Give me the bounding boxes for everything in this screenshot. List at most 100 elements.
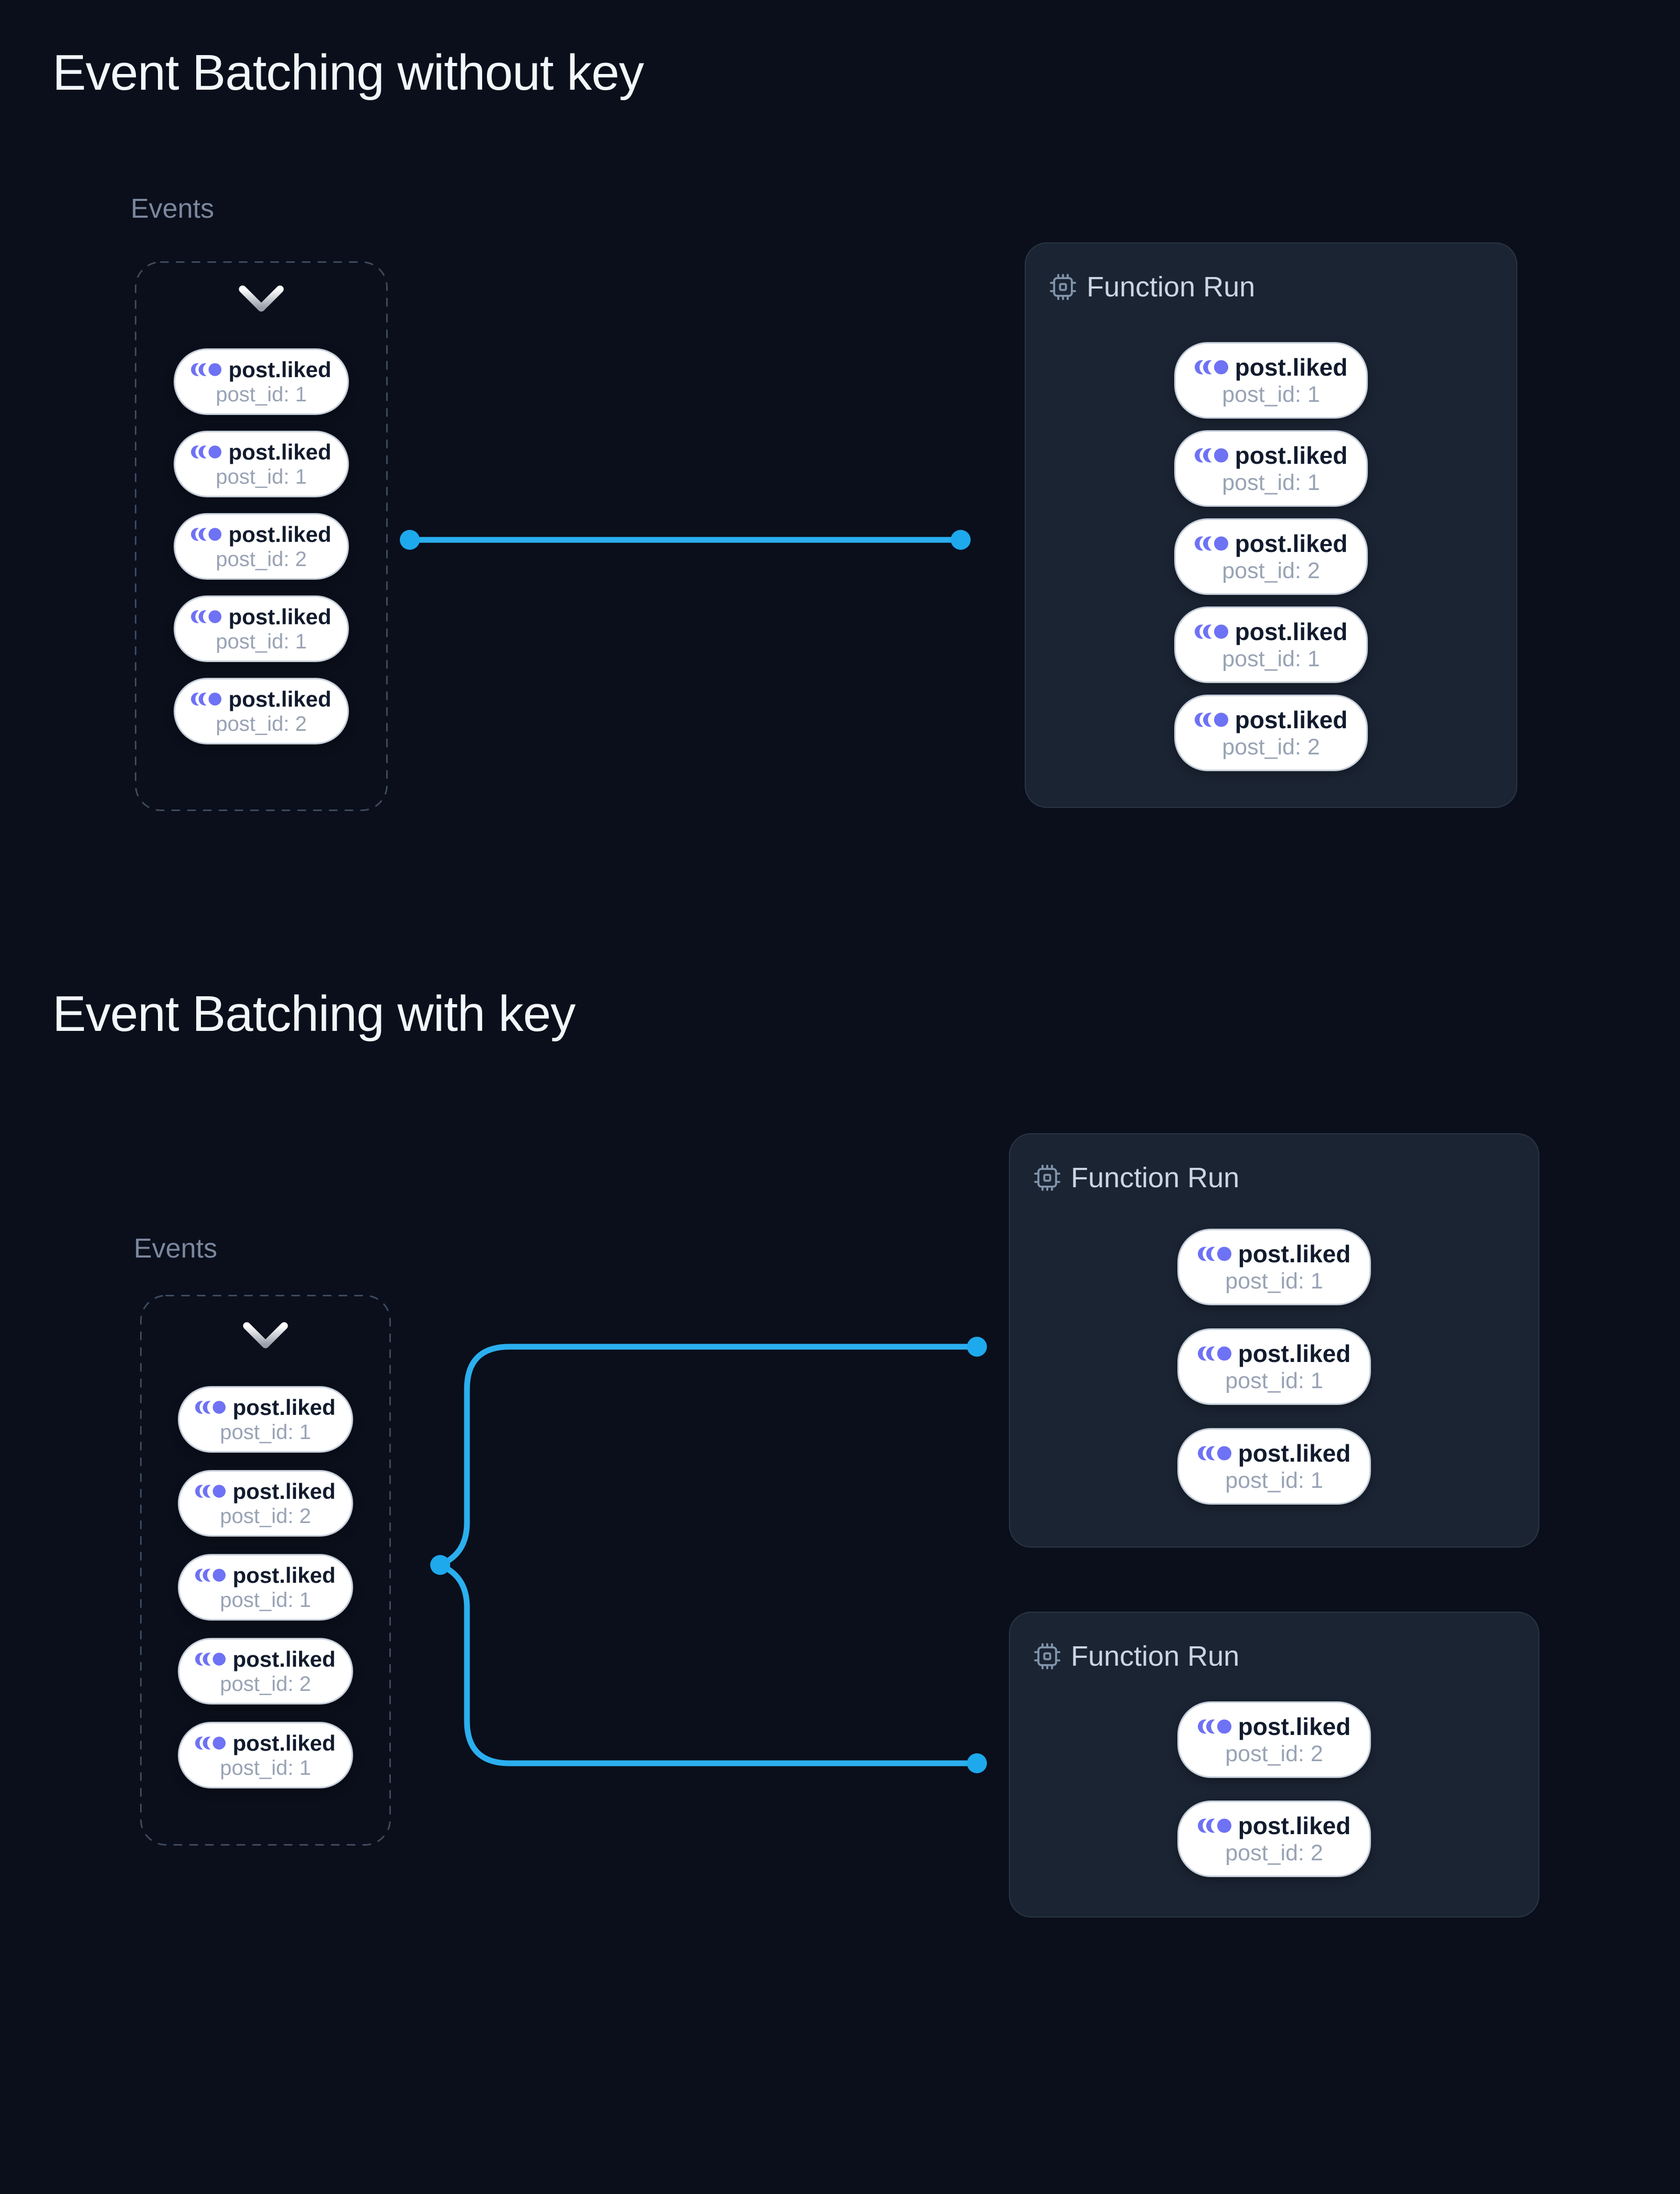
event-pulse-icon bbox=[1194, 535, 1228, 551]
event-pill: post.liked post_id: 1 bbox=[1174, 606, 1368, 683]
event-pill-name-row: post.liked bbox=[1197, 1240, 1351, 1268]
function-run-title: Function Run bbox=[1071, 1641, 1240, 1672]
event-pulse-icon bbox=[191, 445, 222, 459]
chevron-down-icon bbox=[243, 1322, 288, 1348]
event-pill-name-row: post.liked bbox=[1194, 708, 1347, 732]
event-pill: post.liked post_id: 1 bbox=[174, 595, 349, 662]
event-name: post.liked bbox=[1238, 1339, 1351, 1367]
event-meta: post_id: 2 bbox=[220, 1672, 311, 1696]
event-pulse-icon bbox=[1197, 1245, 1231, 1262]
event-meta: post_id: 2 bbox=[216, 712, 307, 736]
event-meta: post_id: 2 bbox=[220, 1504, 311, 1528]
event-pulse-icon bbox=[1197, 1445, 1231, 1461]
event-meta: post_id: 1 bbox=[220, 1420, 311, 1444]
event-pulse-icon bbox=[191, 527, 222, 541]
event-pill: post.liked post_id: 1 bbox=[174, 431, 349, 497]
batch-connection-keyed bbox=[430, 1337, 987, 1773]
event-name: post.liked bbox=[1238, 1240, 1351, 1268]
event-pulse-icon bbox=[1197, 1345, 1231, 1361]
event-pill: post.liked post_id: 2 bbox=[178, 1638, 353, 1705]
events-group: post.liked post_id: 1 post.liked post_id… bbox=[140, 1295, 391, 1846]
events-label: Events bbox=[134, 1233, 217, 1264]
function-run-events: post.liked post_id: 1 post.liked post_id… bbox=[1177, 1229, 1371, 1505]
event-pill-name-row: post.liked bbox=[195, 1394, 336, 1420]
event-name: post.liked bbox=[232, 1646, 336, 1671]
event-pulse-icon bbox=[195, 1484, 226, 1498]
function-run-title: Function Run bbox=[1071, 1162, 1240, 1194]
function-run-card: Function Run post.liked post_id: 1 pos bbox=[1025, 242, 1517, 808]
event-pulse-icon bbox=[191, 363, 222, 377]
event-pulse-icon bbox=[1197, 1718, 1231, 1734]
diagram-title: Event Batching with key bbox=[52, 986, 576, 1042]
event-pill: post.liked post_id: 2 bbox=[174, 678, 349, 744]
function-run-header: Function Run bbox=[1049, 273, 1255, 301]
event-meta: post_id: 1 bbox=[1222, 646, 1320, 672]
event-pill-name-row: post.liked bbox=[195, 1562, 336, 1588]
event-meta: post_id: 2 bbox=[1222, 558, 1320, 583]
events-label: Events bbox=[131, 194, 214, 224]
cpu-chip-icon bbox=[1034, 1165, 1060, 1191]
event-pill: post.liked post_id: 1 bbox=[174, 348, 349, 415]
event-meta: post_id: 2 bbox=[1225, 1840, 1323, 1866]
event-meta: post_id: 1 bbox=[1225, 1368, 1323, 1393]
event-pulse-icon bbox=[195, 1568, 226, 1582]
event-pill-name-row: post.liked bbox=[1194, 617, 1348, 645]
event-pulse-icon bbox=[1194, 447, 1228, 463]
event-pill-name-row: post.liked bbox=[1194, 441, 1348, 469]
event-meta: post_id: 1 bbox=[1222, 470, 1320, 495]
event-name: post.liked bbox=[232, 1730, 336, 1755]
event-pulse-icon bbox=[1194, 359, 1228, 375]
event-pill: post.liked post_id: 2 bbox=[1174, 518, 1368, 595]
event-name: post.liked bbox=[228, 686, 332, 711]
event-name: post.liked bbox=[232, 1394, 336, 1420]
function-run-title: Function Run bbox=[1087, 271, 1256, 303]
event-meta: post_id: 2 bbox=[1225, 1741, 1323, 1766]
event-pill-name-row: post.liked bbox=[195, 1646, 336, 1671]
function-run-card: Function Run post.liked post_id: 2 pos bbox=[1009, 1612, 1539, 1918]
event-pill: post.liked post_id: 2 bbox=[1174, 695, 1368, 771]
event-name: post.liked bbox=[228, 357, 332, 382]
event-name: post.liked bbox=[1235, 441, 1348, 469]
event-pulse-icon bbox=[191, 692, 222, 706]
events-group: post.liked post_id: 1 post.liked post_id… bbox=[135, 261, 388, 811]
event-pill-name-row: post.liked bbox=[1194, 355, 1347, 379]
event-pill-name-row: post.liked bbox=[195, 1480, 336, 1503]
event-pulse-icon bbox=[1197, 1817, 1231, 1834]
event-meta: post_id: 1 bbox=[216, 630, 307, 653]
event-pill: post.liked post_id: 2 bbox=[1177, 1701, 1371, 1778]
event-pill-name-row: post.liked bbox=[191, 439, 332, 464]
event-name: post.liked bbox=[1235, 617, 1348, 645]
event-pill-name-row: post.liked bbox=[191, 357, 332, 382]
event-pill-name-row: post.liked bbox=[191, 686, 332, 711]
event-name: post.liked bbox=[228, 439, 332, 464]
event-name: post.liked bbox=[1238, 1712, 1351, 1740]
event-meta: post_id: 1 bbox=[220, 1588, 311, 1612]
event-pill: post.liked post_id: 1 bbox=[178, 1554, 353, 1621]
event-pill: post.liked post_id: 2 bbox=[1177, 1801, 1371, 1877]
event-pill-name-row: post.liked bbox=[1197, 1441, 1351, 1465]
event-meta: post_id: 2 bbox=[216, 547, 307, 571]
event-pill: post.liked post_id: 1 bbox=[178, 1386, 353, 1453]
event-pill-name-row: post.liked bbox=[1194, 531, 1347, 556]
function-run-events: post.liked post_id: 1 post.liked post_id… bbox=[1174, 342, 1368, 771]
batch-connection-single bbox=[400, 530, 971, 550]
event-pulse-icon bbox=[191, 610, 222, 624]
event-pill-name-row: post.liked bbox=[191, 605, 332, 628]
event-meta: post_id: 2 bbox=[1222, 734, 1320, 760]
event-name: post.liked bbox=[228, 521, 332, 547]
event-meta: post_id: 1 bbox=[220, 1756, 311, 1780]
event-name: post.liked bbox=[232, 1562, 336, 1588]
function-run-events: post.liked post_id: 2 post.liked post_id… bbox=[1177, 1701, 1371, 1877]
event-meta: post_id: 1 bbox=[1225, 1467, 1323, 1493]
event-pill: post.liked post_id: 2 bbox=[178, 1470, 353, 1537]
chevron-down-icon bbox=[239, 285, 284, 312]
event-pill: post.liked post_id: 2 bbox=[174, 513, 349, 580]
event-pill: post.liked post_id: 1 bbox=[1174, 430, 1368, 507]
event-pill-name-row: post.liked bbox=[195, 1730, 336, 1755]
event-meta: post_id: 1 bbox=[1225, 1268, 1323, 1294]
event-pill: post.liked post_id: 1 bbox=[1174, 342, 1368, 419]
event-pill-name-row: post.liked bbox=[1197, 1814, 1351, 1838]
events-list: post.liked post_id: 1 post.liked post_id… bbox=[178, 1386, 353, 1788]
function-run-header: Function Run bbox=[1033, 1642, 1239, 1670]
